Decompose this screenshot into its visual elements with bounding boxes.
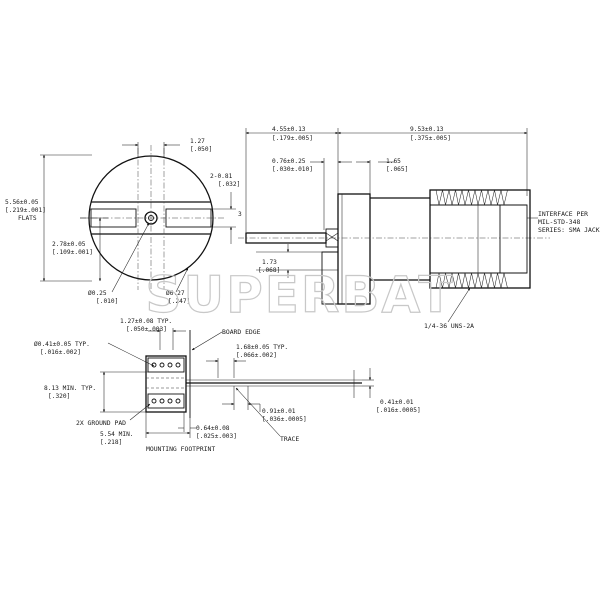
ground-pad-label: 2X GROUND PAD	[76, 419, 126, 427]
thread-tooth	[461, 272, 469, 289]
thread-tooth	[468, 272, 476, 289]
thread-tooth	[435, 272, 443, 289]
flats-dim-in: [.219±.001]	[5, 207, 46, 214]
pitch-dim: 1.27±0.08 TYP.	[120, 318, 172, 325]
trace-label: TRACE	[280, 435, 299, 443]
pin-len-dim-in: [.030±.010]	[272, 166, 313, 173]
step-dim: 1.65	[386, 158, 401, 165]
body-dia: Ø6.27	[166, 289, 185, 297]
thread-tooth	[468, 189, 476, 206]
thread-tooth	[474, 272, 482, 289]
board-edge-label: BOARD EDGE	[222, 328, 261, 336]
connector-body	[337, 193, 371, 305]
height-dim-in: [.068]	[258, 267, 280, 274]
len1-dim-in: [.179±.005]	[272, 135, 313, 142]
pad-width-dim: 1.68±0.05 TYP.	[236, 344, 288, 351]
trace-dim: 0.41±0.01	[380, 399, 414, 406]
via-hole	[167, 398, 173, 404]
flats-label: FLATS	[18, 215, 37, 222]
via-hole	[151, 398, 157, 404]
via-holes	[151, 362, 181, 404]
len2-dim: 9.53±0.13	[410, 126, 444, 133]
thread-tooth	[487, 272, 495, 289]
via-hole	[167, 362, 173, 368]
thread-tooth	[455, 272, 463, 289]
side-view: 4.55±0.13 [.179±.005] 9.53±0.13 [.375±.0…	[238, 126, 600, 330]
thread-tooth	[455, 189, 463, 206]
footprint-title: MOUNTING FOOTPRINT	[146, 445, 215, 453]
via-hole	[175, 362, 181, 368]
thread-tooth	[487, 189, 495, 206]
thread-tooth	[474, 189, 482, 206]
gap-dim-in: [.036±.0005]	[262, 416, 307, 423]
trace-dim-in: [.016±.0005]	[376, 407, 421, 414]
slot-dim-in: [.032]	[218, 181, 240, 188]
len2-dim-in: [.375±.005]	[410, 135, 451, 142]
thread-tooth	[442, 189, 450, 206]
thread-tooth	[442, 272, 450, 289]
width-dim-in: [.050]	[190, 146, 212, 153]
thread-tooth	[448, 189, 456, 206]
len1-dim: 4.55±0.13	[272, 126, 306, 133]
pitch-dim-in: [.050±.003]	[126, 326, 167, 333]
width-dim: 1.27	[190, 138, 205, 145]
threaded-barrel	[370, 189, 531, 289]
pad-width-dim-in: [.066±.002]	[236, 352, 277, 359]
thread-tooth	[435, 189, 443, 206]
body-dia-in: [.247]	[168, 298, 190, 305]
thread-tooth	[500, 189, 508, 206]
thread-tooth	[494, 272, 502, 289]
pad-gap-dim-in: [.025±.003]	[196, 433, 237, 440]
ground-pad-bottom	[147, 393, 185, 409]
gap-dim: 0.91±0.01	[262, 408, 296, 415]
height-dim: 1.73	[262, 259, 277, 266]
watermark-text: SUPERBAT	[146, 266, 455, 324]
footprint-outline	[145, 355, 187, 413]
thread-tooth	[448, 272, 456, 289]
min-width-dim-in: [.218]	[100, 439, 122, 446]
thread-tooth	[461, 189, 469, 206]
via-hole	[175, 398, 181, 404]
via-hole	[159, 398, 165, 404]
via-hole	[159, 362, 165, 368]
half-dim: 2.78±0.05	[52, 241, 86, 248]
thread-label: 1/4-36 UNS-2A	[424, 322, 474, 330]
step-dim-in: [.065]	[386, 166, 408, 173]
thread-tooth	[481, 189, 489, 206]
hole-dia-in: [.016±.002]	[40, 349, 81, 356]
pin-len-dim: 0.76±0.25	[272, 158, 306, 165]
pin-dia: Ø0.25	[88, 289, 107, 297]
min-width-dim: 5.54 MIN.	[100, 431, 134, 438]
thread-tooth	[481, 272, 489, 289]
thread-tooth	[500, 272, 508, 289]
min-len-dim: 8.13 MIN. TYP.	[44, 385, 96, 392]
half-dim-in: [.109±.001]	[52, 249, 93, 256]
interface-note-3: SERIES: SMA JACK	[538, 226, 600, 234]
thread-tooth	[494, 189, 502, 206]
slot-dim: 2-0.81	[210, 173, 233, 180]
flats-dim: 5.56±0.05	[5, 199, 39, 206]
pad-gap-dim: 0.64±0.08	[196, 425, 230, 432]
interface-note-1: INTERFACE PER	[538, 210, 588, 218]
ground-pad-top	[147, 357, 185, 373]
thread-marks	[435, 189, 508, 289]
front-view: 5.56±0.05 [.219±.001] FLATS 2.78±0.05 [.…	[5, 138, 242, 305]
section-marker: 3	[238, 211, 242, 218]
min-len-dim-in: [.320]	[48, 393, 70, 400]
mounting-footprint: 1.27±0.08 TYP. [.050±.003] BOARD EDGE Ø0…	[34, 318, 421, 453]
interface-note-2: MIL-STD-348	[538, 218, 580, 226]
hole-dia: Ø0.41±0.05 TYP.	[34, 340, 90, 348]
pin-dia-in: [.010]	[96, 298, 118, 305]
